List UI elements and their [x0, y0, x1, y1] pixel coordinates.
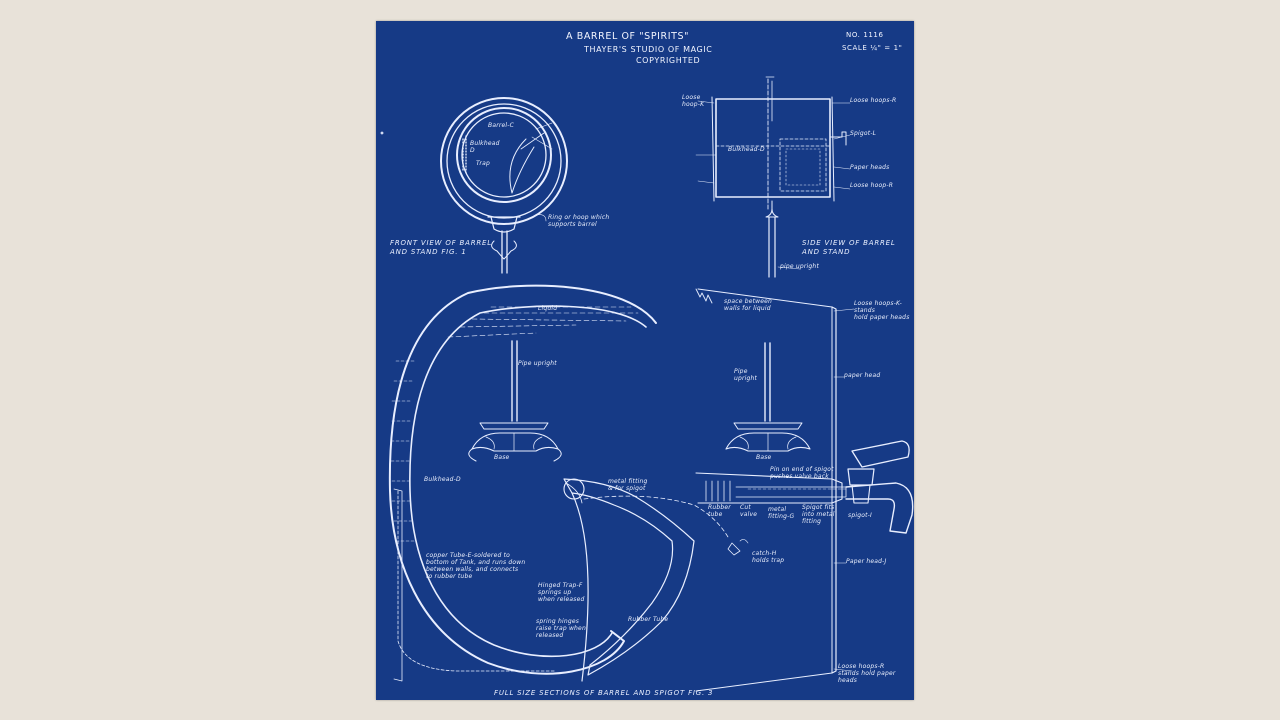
label-spigot-i: spigot-I — [848, 512, 872, 519]
label-paper-head-upper: paper head — [844, 372, 881, 379]
label-spigot-l: Spigot-L — [850, 130, 877, 137]
label-paper-heads-side: Paper heads — [850, 164, 890, 171]
fig2-caption: SIDE VIEW OF BARREL AND STAND — [802, 239, 896, 257]
label-barrel-c: Barrel-C — [488, 122, 515, 129]
label-spring-hinges: spring hinges raise trap when released — [536, 618, 586, 639]
label-catch-h: catch-H holds trap — [752, 550, 785, 564]
label-spigot-fits: Spigot fits into metal fitting — [802, 504, 835, 525]
label-base-right: Base — [756, 454, 772, 461]
fig2-side-view — [695, 76, 851, 278]
subtitle: THAYER'S STUDIO OF MAGIC — [584, 45, 713, 54]
label-metal-fitting-g: metal fitting-G — [768, 506, 795, 520]
fig1-caption: FRONT VIEW OF BARREL AND STAND FIG. 1 — [390, 239, 492, 257]
label-loose-hoops-r-bottom: Loose hoops-R stands hold paper heads — [838, 663, 896, 684]
label-rubber-tube-spigot: Rubber tube — [708, 504, 731, 518]
fig3-caption: FULL SIZE SECTIONS OF BARREL AND SPIGOT … — [494, 689, 714, 697]
label-bulkhead-front: Bulkhead D — [470, 140, 500, 154]
drawing-scale: SCALE ¼" = 1" — [842, 44, 903, 52]
label-pipe-upright-fig3b: Pipe upright — [734, 368, 758, 382]
label-pin-on-end: Pin on end of spigot pushes valve back — [770, 466, 834, 480]
label-loose-hoops-k: Loose hoops-K-stands hold paper heads — [854, 300, 910, 321]
label-space-between: space between walls for liquid — [724, 298, 773, 312]
drawing-number: NO. 1116 — [846, 31, 884, 39]
label-bulkhead-side: Bulkhead-D — [728, 146, 765, 153]
label-hinged-trap: Hinged Trap-F springs up when released — [538, 582, 585, 603]
label-ring-hoop: Ring or hoop which supports barrel — [548, 214, 610, 228]
label-loose-hoop-bottom-r: Loose hoop-R — [850, 182, 894, 189]
blueprint-drawing — [380, 76, 914, 692]
fig1-front-view — [440, 97, 568, 274]
label-paper-head-j: Paper head-J — [846, 558, 887, 565]
label-loose-hoop-left-k: Loose hoop-K — [682, 94, 705, 108]
label-base-left: Base — [494, 454, 510, 461]
label-trap: Trap — [476, 160, 490, 167]
label-loose-hoop-top-r: Loose hoops-R — [850, 97, 897, 104]
label-rubber-tube-lower: Rubber Tube — [628, 616, 669, 623]
label-liquid: Liquid — [538, 305, 558, 312]
label-bulkhead-d: Bulkhead-D — [424, 476, 461, 483]
fig3-barrel-section — [388, 284, 749, 682]
label-copper-tube: copper Tube-E-soldered to bottom of Tank… — [426, 552, 526, 580]
fig3-spigot-section — [695, 288, 914, 692]
copyright-notice: COPYRIGHTED — [636, 56, 701, 65]
label-metal-fitting: metal fitting & for spigot — [608, 478, 648, 492]
title: A BARREL OF "SPIRITS" — [566, 31, 690, 42]
label-cut-valve: Cut valve — [740, 504, 758, 518]
blueprint-sheet: A BARREL OF "SPIRITS" THAYER'S STUDIO OF… — [376, 21, 914, 700]
label-pipe-upright-side: pipe upright — [780, 263, 819, 270]
label-pipe-upright-fig3a: Pipe upright — [518, 360, 557, 367]
